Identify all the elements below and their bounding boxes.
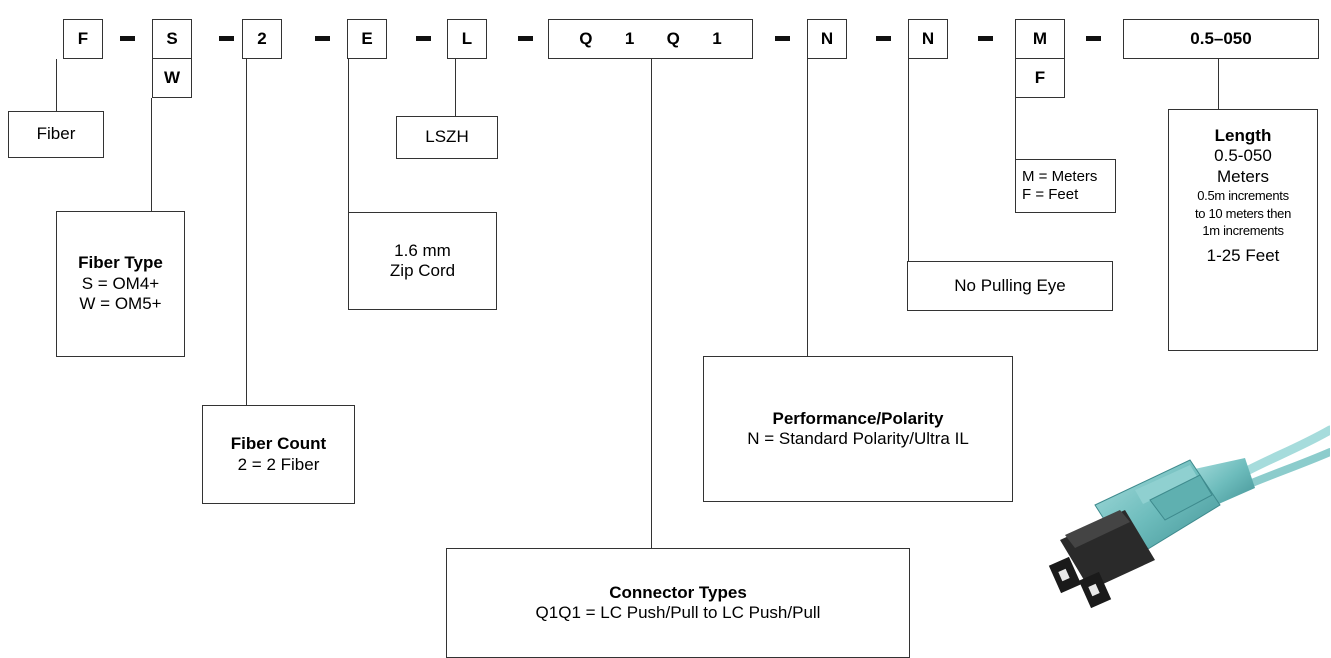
length-unit: Meters — [1217, 166, 1269, 186]
separator-dash — [219, 36, 234, 41]
separator-dash — [315, 36, 330, 41]
connector-types-box: Connector Types Q1Q1 = LC Push/Pull to L… — [446, 548, 910, 658]
pulling-eye-label: No Pulling Eye — [954, 275, 1066, 295]
lszh-label: LSZH — [425, 127, 469, 147]
length-note: to 10 meters then — [1194, 205, 1292, 221]
unit-box: M = Meters F = Feet — [1015, 159, 1116, 213]
length-box: Length 0.5-050 Meters 0.5m increments to… — [1168, 109, 1318, 351]
fiber-count-box: Fiber Count 2 = 2 Fiber — [202, 405, 355, 504]
leader-line — [1218, 59, 1219, 110]
fiber-count-title: Fiber Count — [230, 434, 327, 454]
connector-types-title: Connector Types — [609, 582, 747, 602]
performance-title: Performance/Polarity — [772, 408, 944, 428]
code-jacket: E — [347, 19, 387, 59]
separator-dash — [876, 36, 891, 41]
lszh-box: LSZH — [396, 116, 498, 159]
code-connector: Q 1 Q 1 — [548, 19, 753, 59]
fiber-type-box: Fiber Type S = OM4+ W = OM5+ — [56, 211, 185, 357]
leader-line — [807, 59, 808, 357]
code-fiber: F — [63, 19, 103, 59]
code-connector-char: Q — [666, 29, 680, 48]
leader-line — [1015, 98, 1016, 160]
pulling-eye-box: No Pulling Eye — [907, 261, 1113, 311]
fiber-type-title: Fiber Type — [78, 253, 163, 273]
leader-line — [151, 98, 152, 212]
separator-dash — [775, 36, 790, 41]
separator-dash — [416, 36, 431, 41]
jacket-box: 1.6 mm Zip Cord — [348, 212, 497, 310]
fiber-count-value: 2 = 2 Fiber — [237, 454, 320, 474]
length-note: 0.5m increments — [1197, 188, 1289, 204]
leader-line — [455, 59, 456, 117]
length-note: 1m increments — [1202, 223, 1284, 239]
leader-line — [908, 59, 909, 262]
jacket-line2: Zip Cord — [389, 261, 456, 280]
separator-dash — [978, 36, 993, 41]
leader-line — [56, 59, 57, 112]
leader-line — [246, 59, 247, 406]
connector-types-value: Q1Q1 = LC Push/Pull to LC Push/Pull — [535, 603, 821, 622]
code-fiber-count: 2 — [242, 19, 282, 59]
lc-connector-image — [1048, 425, 1330, 609]
code-connector-char: Q — [579, 29, 593, 48]
fiber-label: Fiber — [36, 124, 76, 144]
code-connector-char: 1 — [712, 29, 722, 48]
unit-f: F = Feet — [1022, 186, 1079, 203]
performance-value: N = Standard Polarity/Ultra IL — [747, 429, 969, 448]
fiber-type-s: S = OM4+ — [81, 273, 160, 293]
length-title: Length — [1214, 126, 1272, 145]
fiber-box: Fiber — [8, 111, 104, 158]
code-unit: M — [1015, 19, 1065, 59]
performance-box: Performance/Polarity N = Standard Polari… — [703, 356, 1013, 502]
length-feet: 1-25 Feet — [1206, 245, 1280, 265]
separator-dash — [120, 36, 135, 41]
leader-line — [348, 59, 349, 214]
fiber-type-w: W = OM5+ — [79, 294, 162, 314]
length-range: 0.5-050 — [1214, 146, 1272, 166]
code-pulling-eye: N — [908, 19, 948, 59]
code-lszh: L — [447, 19, 487, 59]
code-performance: N — [807, 19, 847, 59]
code-fiber-type: S — [152, 19, 192, 59]
jacket-line1: 1.6 mm — [394, 240, 451, 260]
leader-line — [651, 59, 652, 549]
unit-m: M = Meters — [1022, 168, 1098, 185]
code-length: 0.5–050 — [1123, 19, 1319, 59]
separator-dash — [1086, 36, 1101, 41]
code-fiber-type-alt: W — [152, 58, 192, 98]
separator-dash — [518, 36, 533, 41]
code-connector-char: 1 — [624, 29, 635, 48]
code-unit-alt: F — [1015, 58, 1065, 98]
